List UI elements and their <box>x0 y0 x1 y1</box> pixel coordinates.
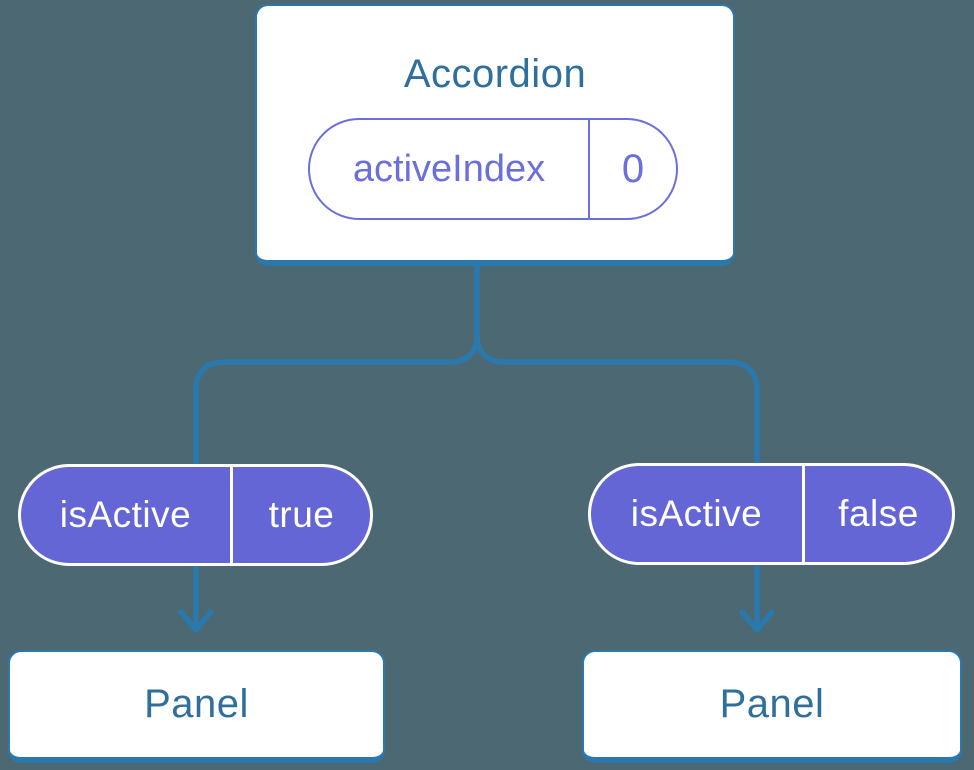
prop-value: 0 <box>588 120 676 218</box>
panel-node-title: Panel <box>719 682 825 726</box>
state-value: true <box>230 467 370 563</box>
state-value: false <box>802 466 952 562</box>
state-pill-isactive-left: isActive true <box>18 464 373 566</box>
state-name: isActive <box>59 494 192 535</box>
connector-right-branch <box>474 264 760 466</box>
arrow-down-icon <box>178 560 214 633</box>
accordion-node-title: Accordion <box>403 52 587 96</box>
panel-node-right: Panel <box>582 650 962 763</box>
connector-left-branch <box>193 264 480 466</box>
prop-name: activeIndex <box>352 147 546 190</box>
prop-pill-activeindex: activeIndex 0 <box>308 118 678 220</box>
arrow-down-icon <box>739 559 775 633</box>
panel-node-title: Panel <box>144 682 249 726</box>
state-pill-isactive-right: isActive false <box>588 463 955 565</box>
state-name: isActive <box>630 493 763 534</box>
panel-node-left: Panel <box>8 650 385 763</box>
accordion-node: Accordion activeIndex 0 <box>255 4 735 266</box>
